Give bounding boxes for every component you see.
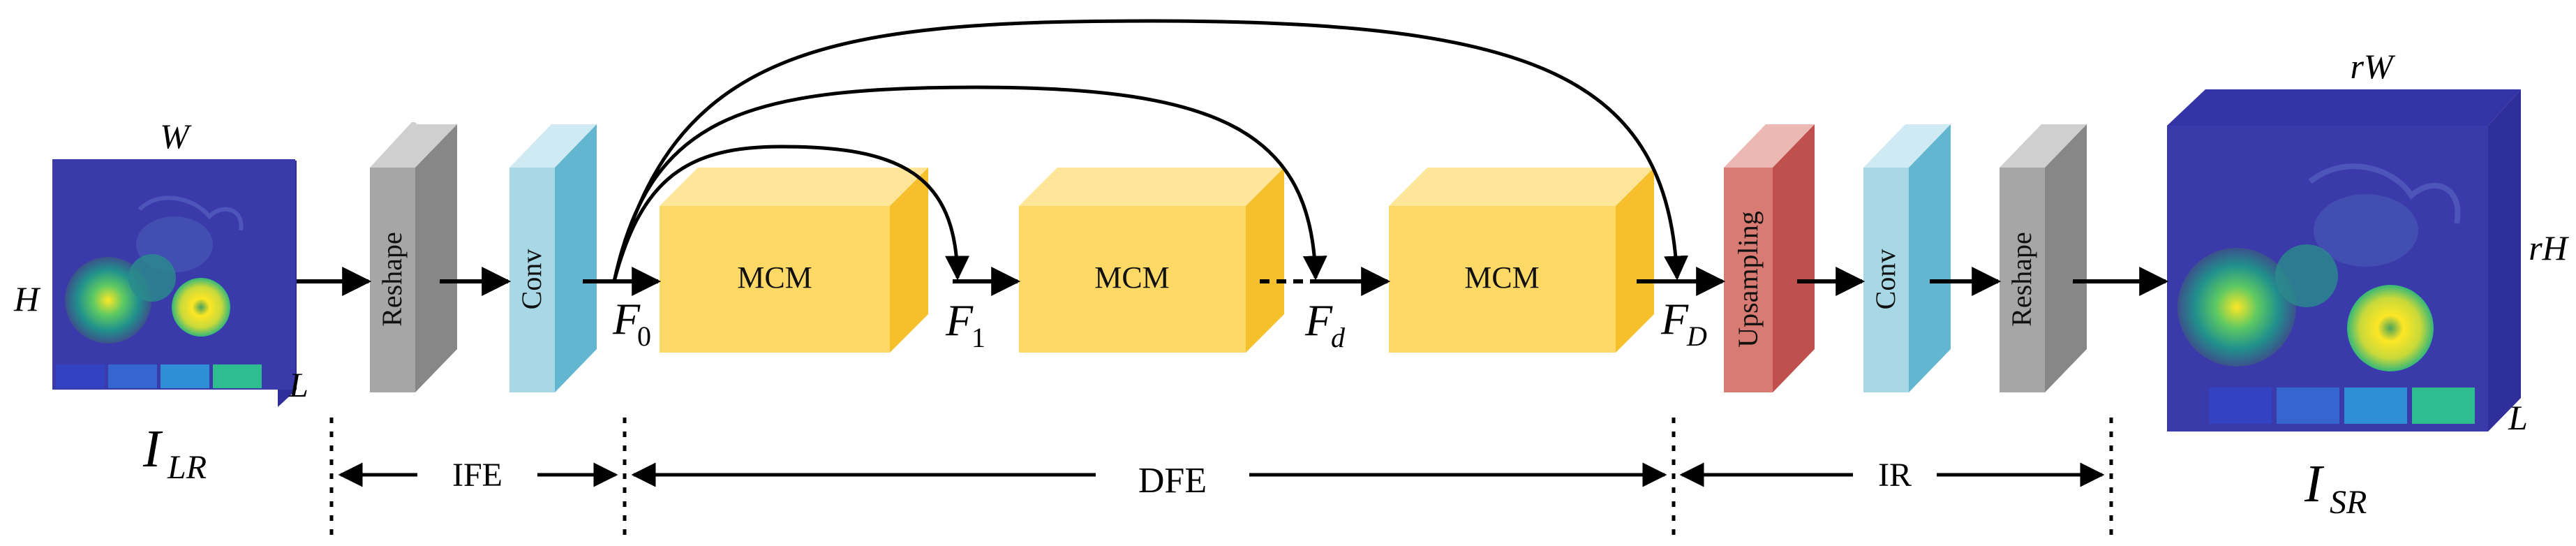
mcm-block-3: MCM xyxy=(1389,168,1654,353)
input-swatch-2 xyxy=(108,364,157,388)
mcm-block-1: MCM xyxy=(660,168,928,353)
feature-fd-label: F xyxy=(1304,295,1333,345)
output-height-label: rH xyxy=(2529,228,2569,267)
reshape-block-input: Reshape xyxy=(370,122,457,392)
feature-fD-label: F xyxy=(1660,294,1689,344)
feature-f1-label: F xyxy=(945,295,974,345)
stage-dividers xyxy=(329,418,2113,538)
output-image-cube xyxy=(2167,89,2521,431)
reshape-output-label: Reshape xyxy=(2006,232,2037,327)
input-flower-right xyxy=(172,278,230,337)
skip-connections xyxy=(612,19,1689,282)
output-depth-label: L xyxy=(2508,398,2528,437)
output-swatch-3 xyxy=(2344,388,2407,424)
feature-f1-sub: 1 xyxy=(971,322,985,353)
output-swatch-1 xyxy=(2209,388,2272,424)
input-swatch-3 xyxy=(161,364,209,388)
input-swatch-1 xyxy=(56,364,105,388)
reshape-input-label: Reshape xyxy=(376,232,408,327)
skip-f0-to-fD xyxy=(612,19,1689,282)
conv-input-label: Conv xyxy=(516,249,547,310)
feature-f0-sub: 0 xyxy=(637,320,651,352)
mcm-2-label: MCM xyxy=(1094,260,1170,295)
skip-f0-to-fd xyxy=(612,85,1327,282)
input-depth-label: L xyxy=(288,365,308,404)
input-image-label-sub: LR xyxy=(167,449,207,486)
output-width-label: rW xyxy=(2350,47,2395,86)
conv-block-output: Conv xyxy=(1863,124,1951,392)
upsampling-label: Upsampling xyxy=(1732,211,1764,348)
conv-output-label: Conv xyxy=(1870,249,1901,310)
feature-fD-sub: D xyxy=(1686,320,1707,352)
feature-fd-sub: d xyxy=(1331,322,1346,353)
reshape-block-output: Reshape xyxy=(2000,124,2087,392)
output-cube-top xyxy=(2167,89,2521,126)
upsampling-block: Upsampling xyxy=(1724,124,1815,392)
output-swatch-2 xyxy=(2277,388,2339,424)
stage-dfe-label: DFE xyxy=(1138,461,1207,501)
output-swatch-4 xyxy=(2412,388,2475,424)
input-width-label: W xyxy=(160,117,192,156)
stage-ir-label: IR xyxy=(1878,457,1912,494)
feature-f0-label: F xyxy=(612,294,641,344)
output-image-label-sub: SR xyxy=(2330,484,2367,521)
output-flower-left xyxy=(2177,248,2296,367)
input-image-cube xyxy=(52,159,297,407)
input-image-label: I xyxy=(142,420,163,478)
conv-block-input: Conv xyxy=(509,124,597,392)
mcm-3-label: MCM xyxy=(1464,260,1540,295)
stage-ife-label: IFE xyxy=(452,457,502,494)
output-image-label: I xyxy=(2304,455,2325,513)
mcm-block-2: MCM xyxy=(1019,168,1284,353)
input-swatch-4 xyxy=(213,364,262,388)
input-height-label: H xyxy=(13,279,41,318)
output-flower-right xyxy=(2347,285,2434,371)
mcm-1-label: MCM xyxy=(737,260,812,295)
skip-f0-to-f1 xyxy=(612,145,970,282)
output-cube-side xyxy=(2488,89,2521,431)
